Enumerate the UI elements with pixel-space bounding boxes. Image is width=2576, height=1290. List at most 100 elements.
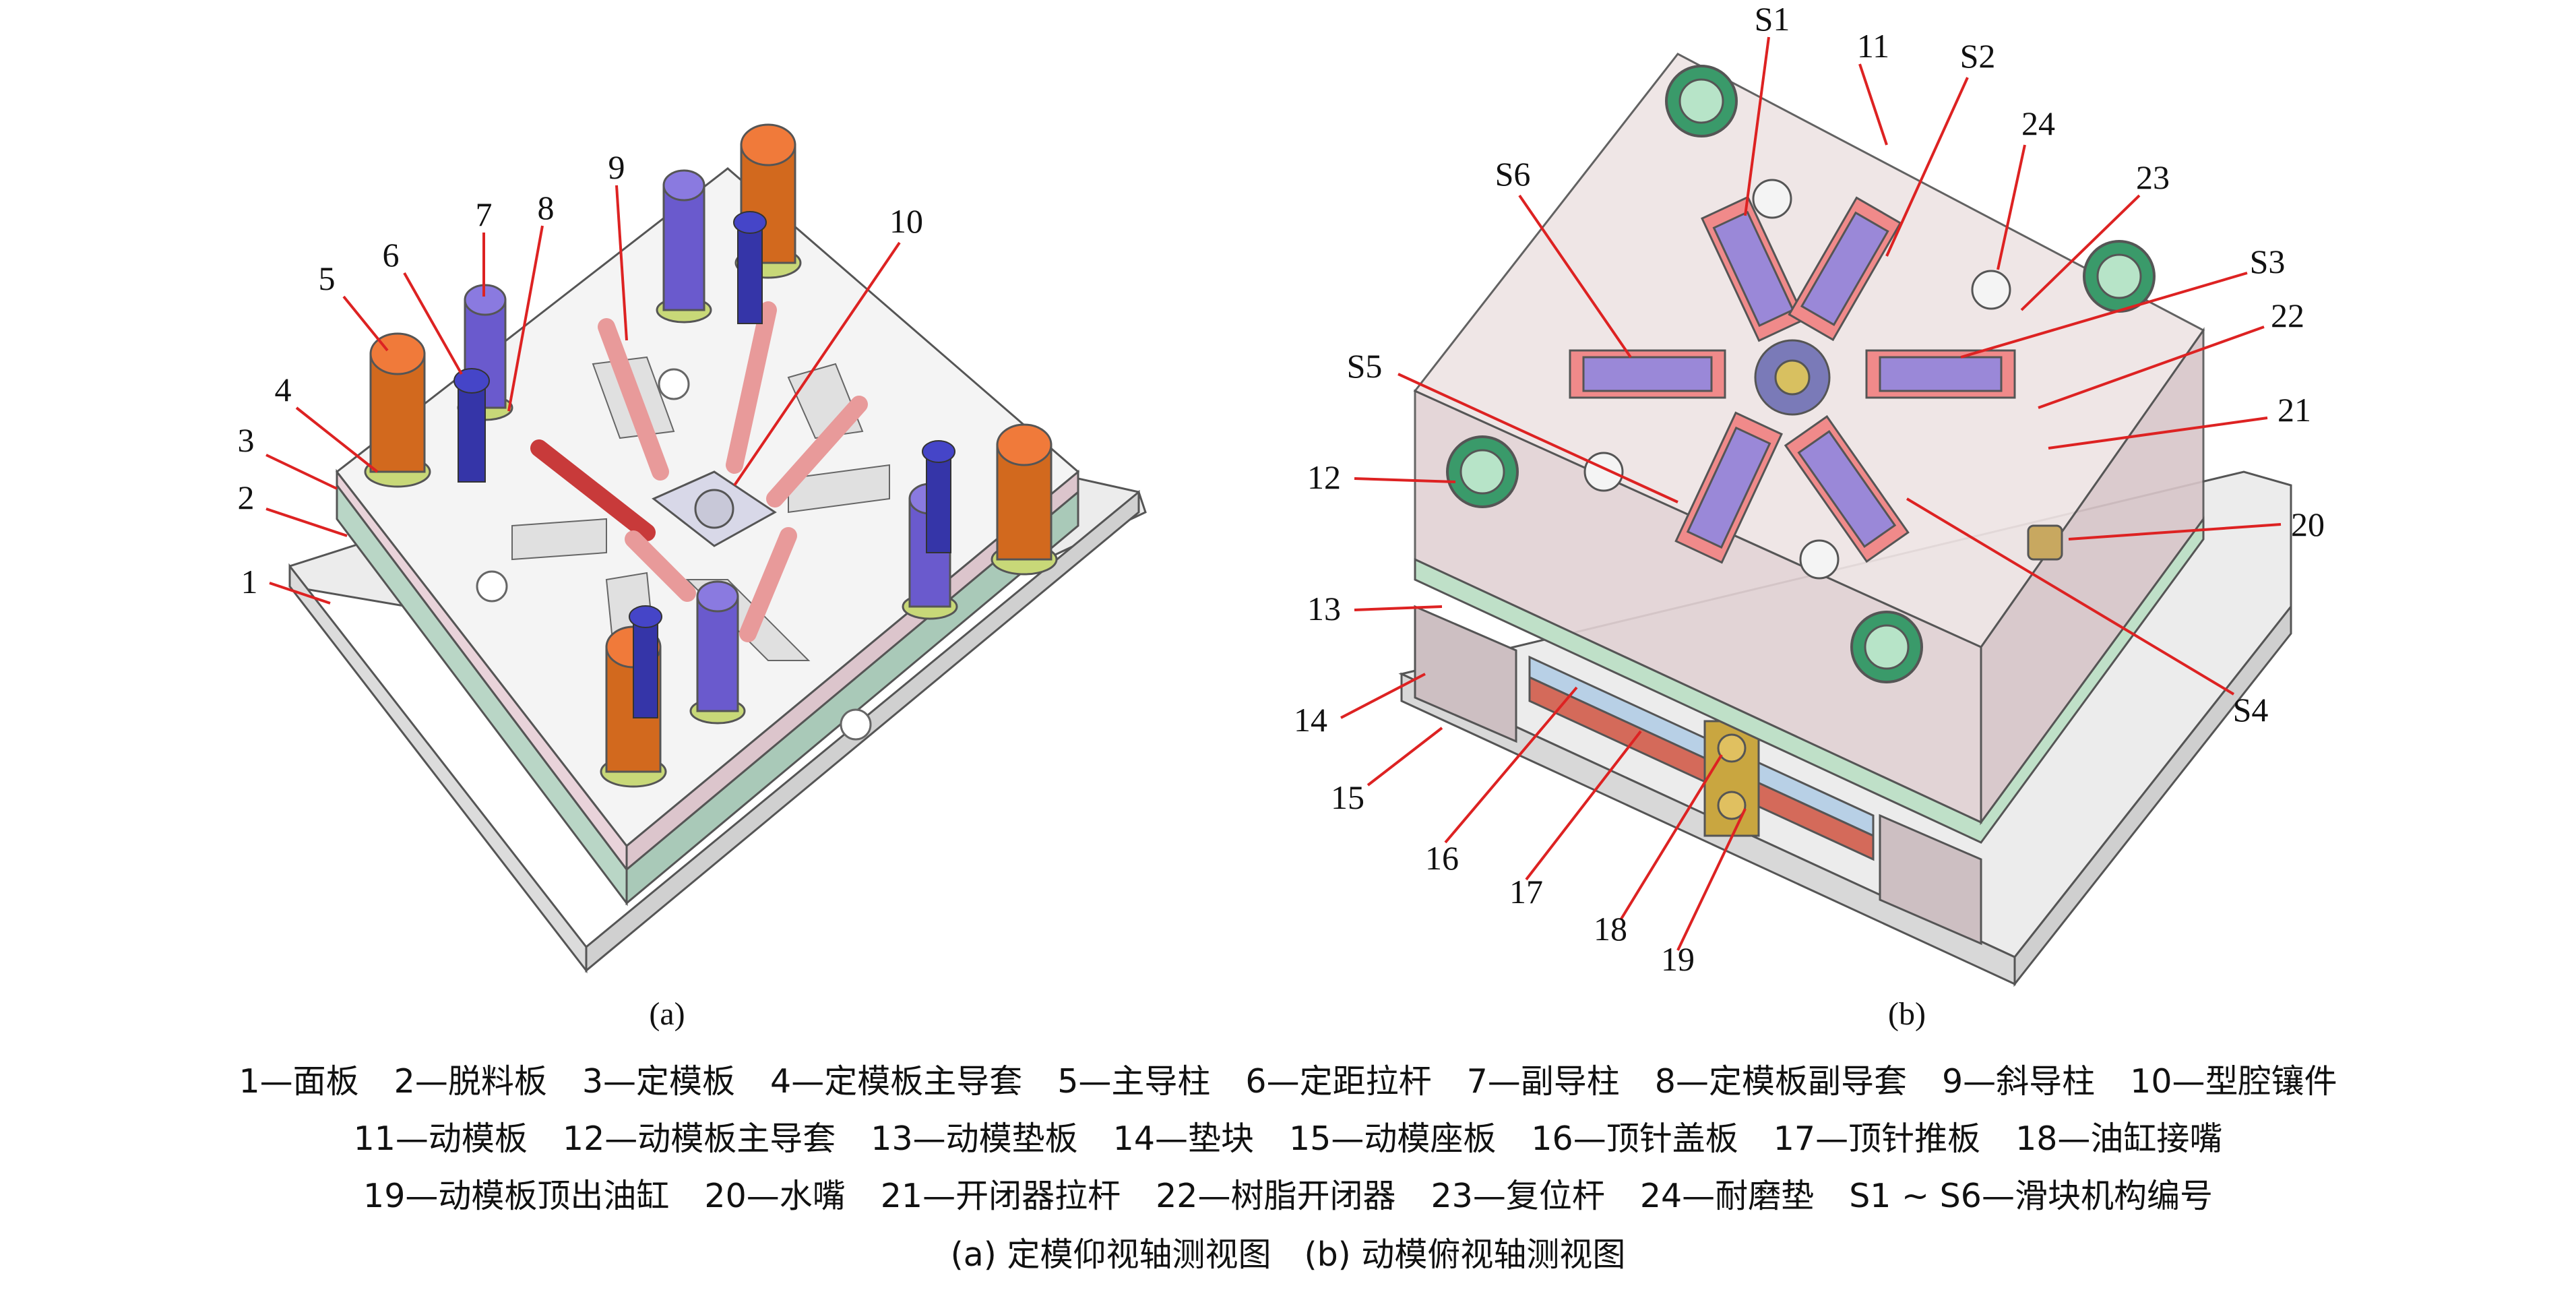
slider-pocket bbox=[788, 464, 890, 514]
leader-s2 bbox=[1885, 77, 1969, 257]
leader-5 bbox=[342, 295, 389, 352]
support-block-14 bbox=[1414, 605, 1517, 743]
clamp-plate-15-front bbox=[2013, 603, 2292, 987]
core-gate bbox=[1774, 359, 1811, 396]
callout-s5: S5 bbox=[1347, 347, 1383, 385]
legend-item: 10—型腔镶件 bbox=[2130, 1062, 2337, 1101]
callout-24: 24 bbox=[2021, 104, 2055, 142]
stop-rod bbox=[733, 211, 767, 324]
cylinder-fitting-18 bbox=[1717, 733, 1747, 763]
callout-2: 2 bbox=[238, 479, 255, 516]
legend-item: 4—定模板主导套 bbox=[770, 1062, 1023, 1101]
slider-pocket bbox=[511, 518, 607, 561]
wear-pad bbox=[1583, 452, 1624, 492]
callout-3: 3 bbox=[238, 421, 255, 459]
legend-item: 14—垫块 bbox=[1112, 1119, 1254, 1158]
legend-item: 1—面板 bbox=[239, 1062, 359, 1101]
callout-s3: S3 bbox=[2250, 243, 2286, 280]
callout-19: 19 bbox=[1661, 940, 1695, 978]
sprue-bushing bbox=[694, 489, 734, 529]
leader-22 bbox=[2038, 326, 2265, 409]
legend-item: 16—顶针盖板 bbox=[1531, 1119, 1738, 1158]
aux-guide-pillar bbox=[656, 169, 712, 324]
angle-pin bbox=[625, 530, 696, 602]
legend-item: 5—主导柱 bbox=[1057, 1062, 1211, 1101]
leader-15 bbox=[1366, 727, 1443, 787]
legend-item: 6—定距拉杆 bbox=[1245, 1062, 1432, 1101]
callout-4: 4 bbox=[275, 371, 292, 408]
legend-item: 19—动模板顶出油缸 bbox=[363, 1177, 670, 1215]
legend-item: 7—副导柱 bbox=[1466, 1062, 1620, 1101]
leader-13 bbox=[1354, 605, 1443, 611]
leader-12 bbox=[1354, 477, 1456, 483]
legend-item: 18—油缸接嘴 bbox=[2015, 1119, 2223, 1158]
legend-item: 8—定模板副导套 bbox=[1654, 1062, 1907, 1101]
leader-20 bbox=[2068, 523, 2282, 541]
leader-17 bbox=[1525, 730, 1642, 881]
callout-20: 20 bbox=[2291, 505, 2325, 543]
leader-9 bbox=[615, 185, 628, 341]
leader-s6 bbox=[1518, 194, 1632, 359]
legend-item: 3—定模板 bbox=[582, 1062, 736, 1101]
panel-a-caption: (a) bbox=[649, 996, 685, 1032]
leader-4 bbox=[295, 406, 379, 473]
wear-pad-24 bbox=[1752, 179, 1792, 219]
leader-8 bbox=[507, 225, 544, 412]
angle-pin bbox=[726, 301, 777, 474]
aux-guide-pillar bbox=[689, 580, 746, 725]
panel-a-drawing: 1 2 3 4 5 6 7 8 9 10 (a) bbox=[238, 123, 1147, 1032]
slider-s2 bbox=[1788, 196, 1902, 342]
callout-s4: S4 bbox=[2233, 691, 2269, 729]
leader-s5 bbox=[1397, 373, 1678, 503]
leader-18 bbox=[1619, 754, 1723, 921]
callout-1: 1 bbox=[241, 563, 258, 601]
leader-14 bbox=[1340, 673, 1426, 719]
legend-item: 9—斜导柱 bbox=[1941, 1062, 2096, 1101]
legend-item: 23—复位杆 bbox=[1431, 1177, 1605, 1215]
stop-rod bbox=[922, 440, 955, 553]
legend-item: 2—脱料板 bbox=[394, 1062, 547, 1101]
angle-pin bbox=[739, 527, 797, 642]
leader-19 bbox=[1676, 808, 1747, 951]
legend-item: 22—树脂开闭器 bbox=[1156, 1177, 1396, 1215]
angle-pin bbox=[530, 439, 656, 541]
callout-16: 16 bbox=[1425, 839, 1459, 877]
callout-15: 15 bbox=[1331, 778, 1364, 816]
wear-pad bbox=[1971, 270, 2011, 310]
legend-item: 20—水嘴 bbox=[704, 1177, 846, 1215]
callout-6: 6 bbox=[383, 236, 400, 274]
leader-2 bbox=[265, 508, 348, 537]
legend-item: 21—开闭器拉杆 bbox=[880, 1177, 1121, 1215]
panel-b-drawing: S1 11 S2 24 S6 23 S3 22 S5 21 12 20 13 S… bbox=[1294, 0, 2325, 1032]
legend-item: 15—动模座板 bbox=[1289, 1119, 1497, 1158]
slider-s4 bbox=[1784, 414, 1910, 563]
angle-pin-9 bbox=[598, 318, 669, 481]
guide-bush-inner bbox=[1678, 78, 1724, 124]
support-block bbox=[1879, 813, 1982, 946]
leader-1 bbox=[269, 582, 331, 605]
cylinder-fitting bbox=[1717, 791, 1747, 820]
angle-pin bbox=[766, 396, 868, 508]
stop-rod bbox=[629, 605, 662, 718]
callout-18: 18 bbox=[1594, 910, 1627, 948]
wear-pad bbox=[1799, 539, 1840, 580]
hole bbox=[658, 368, 690, 400]
callout-5: 5 bbox=[319, 259, 336, 297]
callout-12: 12 bbox=[1307, 458, 1341, 496]
leader-s4 bbox=[1906, 497, 2235, 696]
legend-row-3: 19—动模板顶出油缸 20—水嘴 21—开闭器拉杆 22—树脂开闭器 23—复位杆 24—… bbox=[0, 1169, 2576, 1217]
legend-item: 24—耐磨垫 bbox=[1639, 1177, 1815, 1215]
callout-17: 17 bbox=[1509, 873, 1543, 911]
callout-23: 23 bbox=[2136, 158, 2170, 196]
legend-item: 17—顶针推板 bbox=[1773, 1119, 1981, 1158]
callout-10: 10 bbox=[889, 202, 923, 240]
leader-24 bbox=[1997, 144, 2026, 270]
guide-bush-inner bbox=[1864, 624, 1910, 670]
water-nozzle-20 bbox=[2027, 524, 2063, 561]
callout-21: 21 bbox=[2277, 391, 2311, 429]
stop-rod-6 bbox=[453, 368, 490, 483]
slider-s6 bbox=[1569, 349, 1726, 399]
callout-s2: S2 bbox=[1960, 37, 1996, 75]
hole bbox=[840, 708, 872, 741]
callout-s6: S6 bbox=[1495, 155, 1531, 193]
